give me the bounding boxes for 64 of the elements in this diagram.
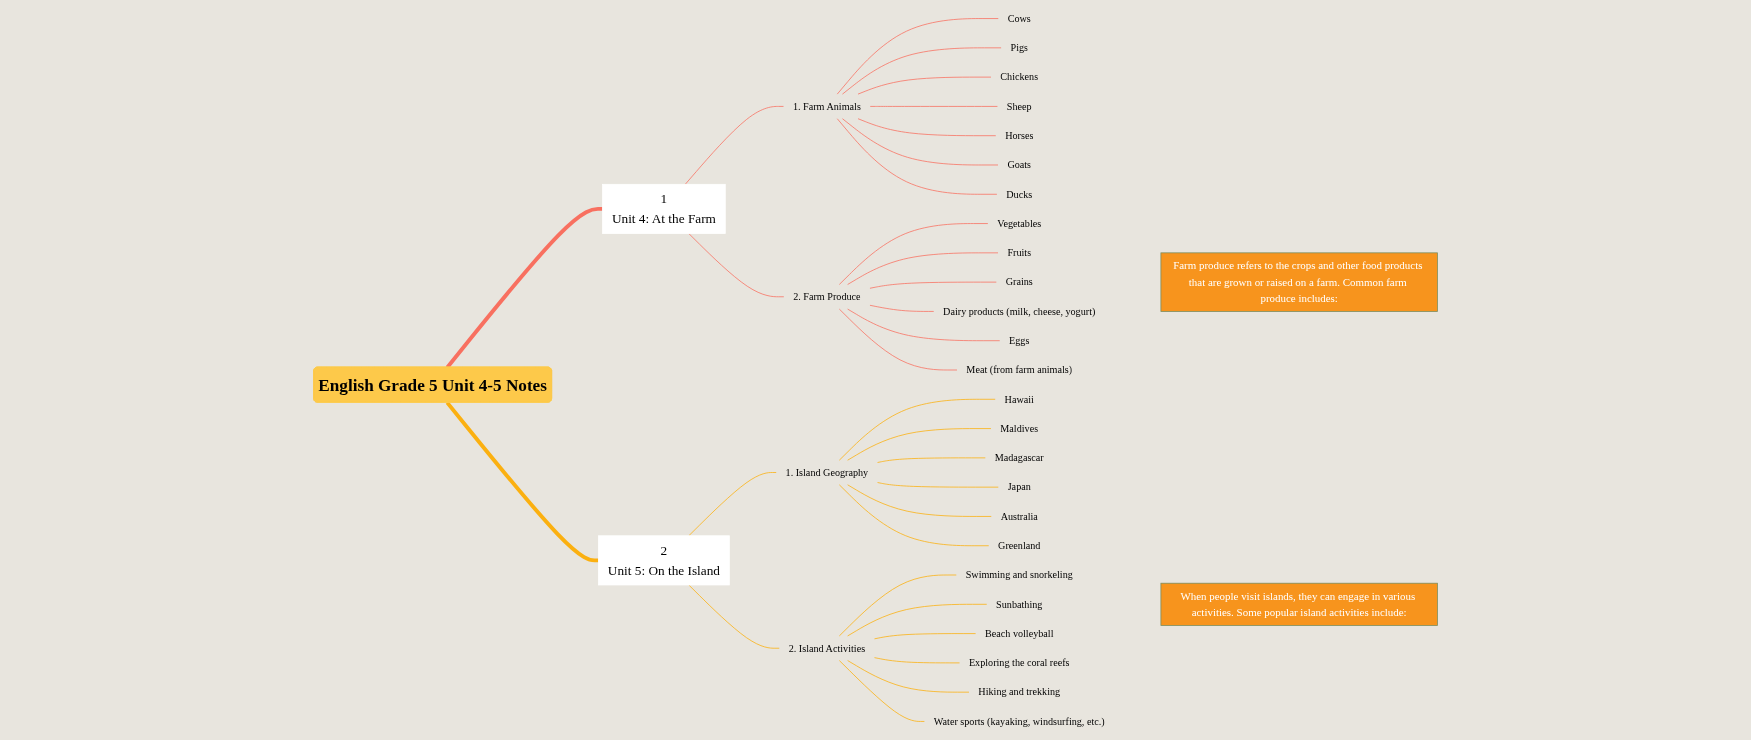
node-box: 2 Unit 5: On the Island [598, 535, 730, 586]
node-text: Sheep [1006, 100, 1032, 113]
node-text: Chickens [1000, 71, 1039, 83]
connector [838, 398, 996, 461]
connector [836, 18, 999, 95]
connector [842, 47, 1002, 95]
connector [847, 252, 999, 285]
connector [836, 118, 998, 195]
connector [838, 484, 990, 547]
node-text: Fruits [1007, 246, 1032, 259]
node-text: Vegetables [997, 217, 1042, 230]
node-text: Water sports (kayaking, windsurfing, etc.) [933, 715, 1105, 728]
node-text: Goats [1007, 158, 1032, 171]
connector [684, 106, 784, 185]
connector [869, 304, 935, 312]
node-text: Madagascar [994, 451, 1044, 464]
connector [877, 482, 999, 488]
connector [838, 660, 925, 722]
node-text: Dairy products (milk, cheese, yogurt) [943, 305, 1096, 318]
node-text: Pigs [1010, 41, 1028, 54]
node-text: Sunbathing [996, 598, 1043, 610]
connector [877, 457, 986, 463]
node-text: Beach volleyball [984, 627, 1054, 640]
node-text: Hiking and trekking [978, 686, 1061, 698]
node-text: Eggs [1009, 334, 1030, 347]
connector [445, 206, 603, 369]
connector [847, 484, 992, 517]
node-box: Farm produce refers to the crops and other food products that are grown or raised on a farm. Common farm produce includes: [1160, 252, 1438, 312]
connector [847, 603, 988, 637]
connector [869, 281, 997, 289]
node-text: Meat (from farm animals) [966, 363, 1073, 376]
connector [869, 106, 998, 107]
connector [847, 308, 1001, 342]
node-box: 1 Unit 4: At the Farm [602, 183, 726, 234]
node-text: 2. Island Activities [788, 642, 866, 654]
connector [874, 633, 976, 640]
node-text: Australia [1000, 510, 1038, 523]
node-text: Maldives [1000, 422, 1039, 435]
connector [847, 428, 992, 461]
node-text: Greenland [998, 539, 1041, 552]
node-text: Exploring the coral reefs [968, 656, 1070, 669]
node-text: 1. Island Geography [785, 466, 869, 479]
connector [688, 472, 777, 537]
node-text: Hawaii [1004, 393, 1034, 405]
node-text: 1. Farm Animals [792, 100, 861, 113]
connector [445, 401, 599, 563]
connector [842, 118, 999, 166]
connector [847, 660, 970, 693]
node-box: When people visit islands, they can engage in various activities. Some popular island activities include: [1160, 582, 1438, 626]
node-text: Horses [1005, 129, 1034, 142]
connector [857, 118, 997, 137]
node-text: 2. Farm Produce [793, 290, 861, 303]
node-text: Grains [1005, 276, 1033, 288]
connector [874, 657, 960, 664]
connector [838, 223, 989, 285]
node-text: Ducks [1006, 188, 1033, 200]
connector [688, 233, 785, 298]
connector [857, 76, 992, 95]
node-text: Japan [1007, 481, 1031, 493]
node-text: Swimming and snorkeling [965, 568, 1073, 581]
connector [838, 574, 957, 637]
connector [688, 584, 780, 649]
node-text: Cows [1007, 12, 1031, 25]
connector [838, 308, 958, 371]
